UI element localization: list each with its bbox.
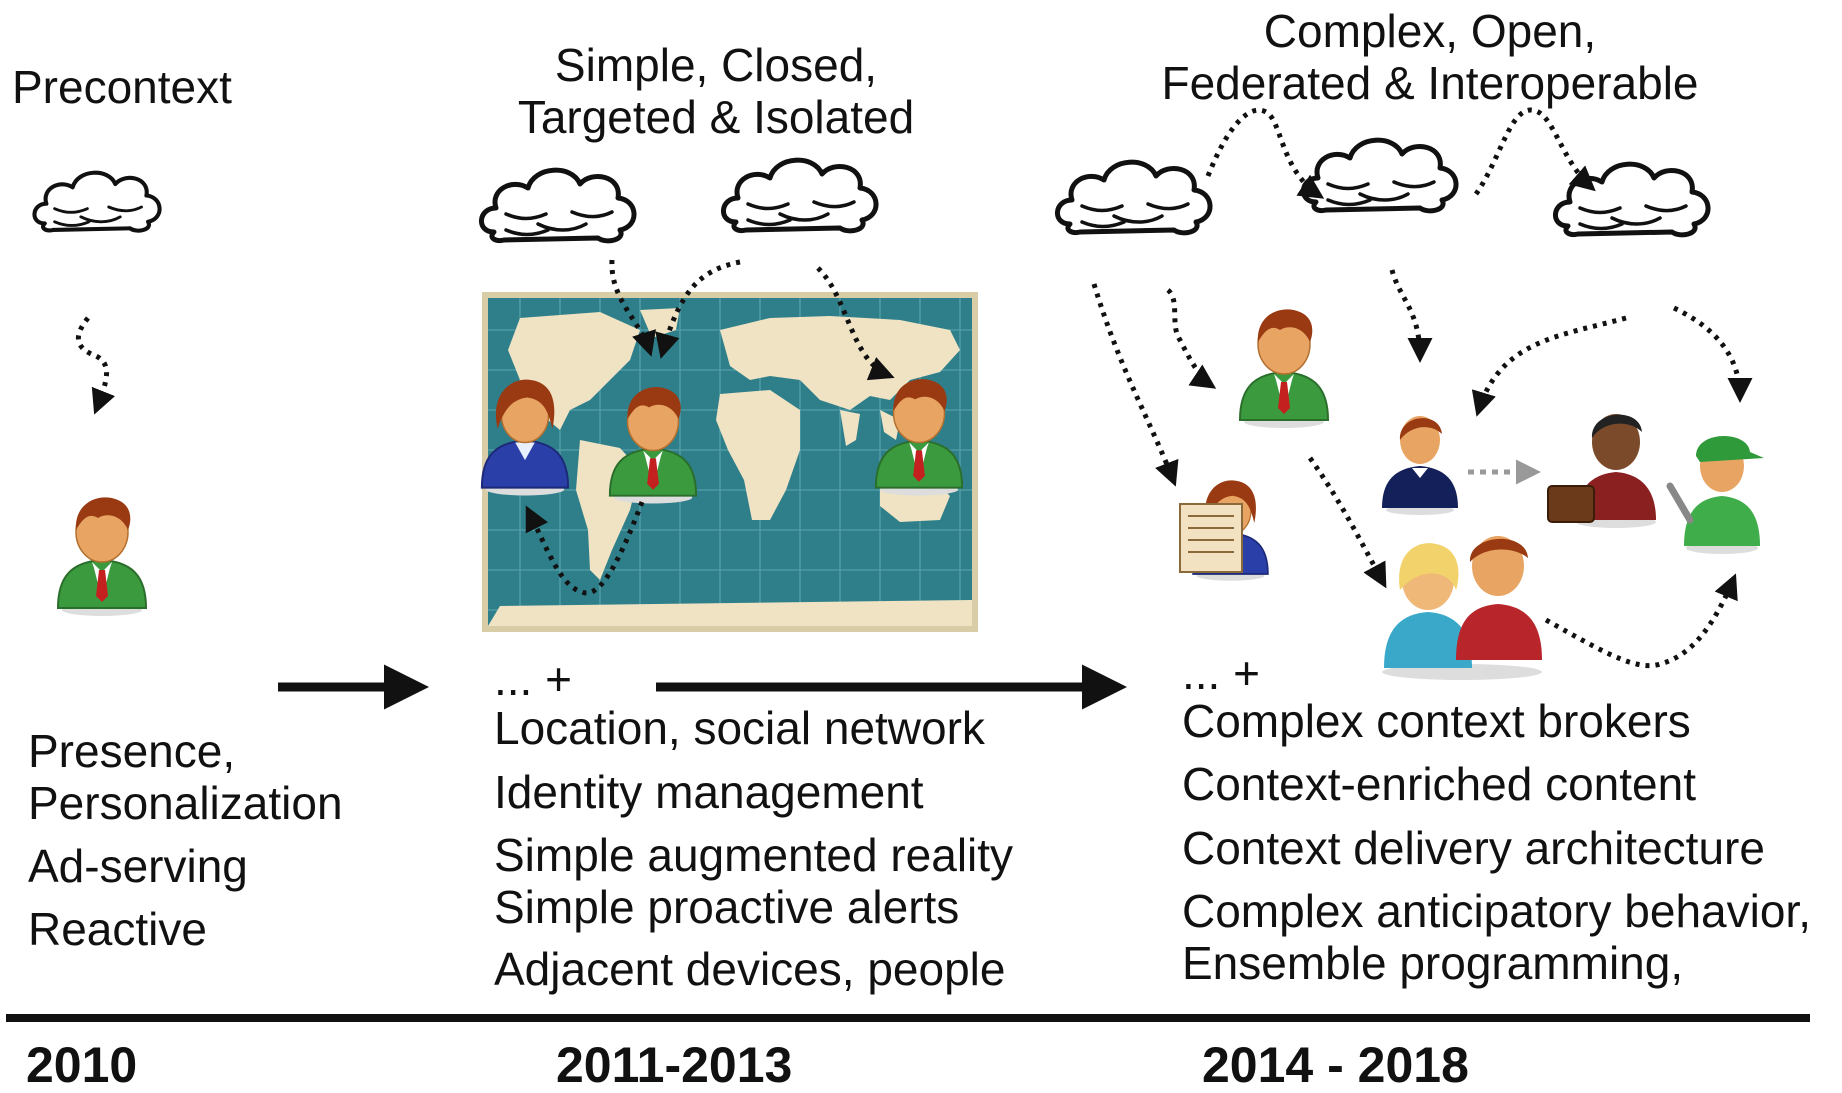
era3-cloud-left xyxy=(1057,162,1210,233)
era3-cloud-middle xyxy=(1303,140,1456,211)
era2-cloud-left xyxy=(481,170,634,241)
era1-item-1: Presence, xyxy=(28,725,236,777)
era2-year: 2011-2013 xyxy=(556,1037,793,1093)
businessman-icon xyxy=(1547,414,1656,528)
era3-item-2: Context-enriched content xyxy=(1182,758,1696,810)
era3-person-manager xyxy=(1239,308,1329,429)
era3-lead: ... + xyxy=(1182,647,1260,699)
timeline-baseline xyxy=(6,1014,1810,1022)
era3-header-line2: Federated & Interoperable xyxy=(1161,57,1699,109)
era2-header-line1: Simple, Closed, xyxy=(554,39,878,91)
couple-icon xyxy=(1382,536,1542,680)
era1-cloud xyxy=(34,173,159,231)
era1-item-4: Reactive xyxy=(28,903,207,955)
era1-header-line1: Precontext xyxy=(12,61,232,113)
era2-arrow-right-cloud-to-center xyxy=(655,259,741,359)
era2-item-1: Location, social network xyxy=(494,702,985,754)
era2-lead: ... + xyxy=(494,653,572,705)
era3-arrow-right-to-waiter xyxy=(1471,315,1627,417)
era2-header-line2: Targeted & Isolated xyxy=(517,91,915,143)
newspaper-reader-icon xyxy=(1179,479,1269,582)
era2-item-2: Identity management xyxy=(494,766,924,818)
waiter-icon xyxy=(1382,416,1458,515)
era3-year: 2014 - 2018 xyxy=(1202,1037,1469,1093)
era3-header-line1: Complex, Open, xyxy=(1263,5,1597,57)
era1-year: 2010 xyxy=(26,1037,138,1093)
era3-arrow-couple-to-mechanic xyxy=(1544,573,1738,669)
era3-arrow-manager-to-couple xyxy=(1307,456,1387,589)
era1-item-3: Ad-serving xyxy=(28,840,248,892)
era3-item-1: Complex context brokers xyxy=(1182,695,1691,747)
era3-arrow-to-manager xyxy=(1166,288,1217,389)
era1-item-2: Personalization xyxy=(28,777,343,829)
era2-item-4: Simple proactive alerts xyxy=(494,881,960,933)
era3-item-3: Context delivery architecture xyxy=(1182,822,1765,874)
era2-item-3: Simple augmented reality xyxy=(494,829,1014,881)
era1-header: Precontext xyxy=(12,64,232,110)
era3-cloud-right xyxy=(1555,164,1708,235)
mechanic-icon xyxy=(1666,435,1764,554)
world-map-icon xyxy=(482,292,978,632)
era1-dotted-arrow xyxy=(75,316,116,415)
era2-item-5: Adjacent devices, people xyxy=(494,943,1006,995)
era3-arrow-to-newspaper xyxy=(1091,283,1179,487)
era3-arrow-middle-to-waiter xyxy=(1389,269,1433,363)
era2-cloud-right xyxy=(723,160,876,231)
era3-item-5: Ensemble programming, xyxy=(1182,937,1684,989)
era3-arrow-right-to-mechanic xyxy=(1672,305,1753,403)
era3-item-4: Complex anticipatory behavior, xyxy=(1182,885,1811,937)
era1-person-icon xyxy=(57,496,147,617)
era2-arrow-cloud-to-center xyxy=(609,259,656,357)
